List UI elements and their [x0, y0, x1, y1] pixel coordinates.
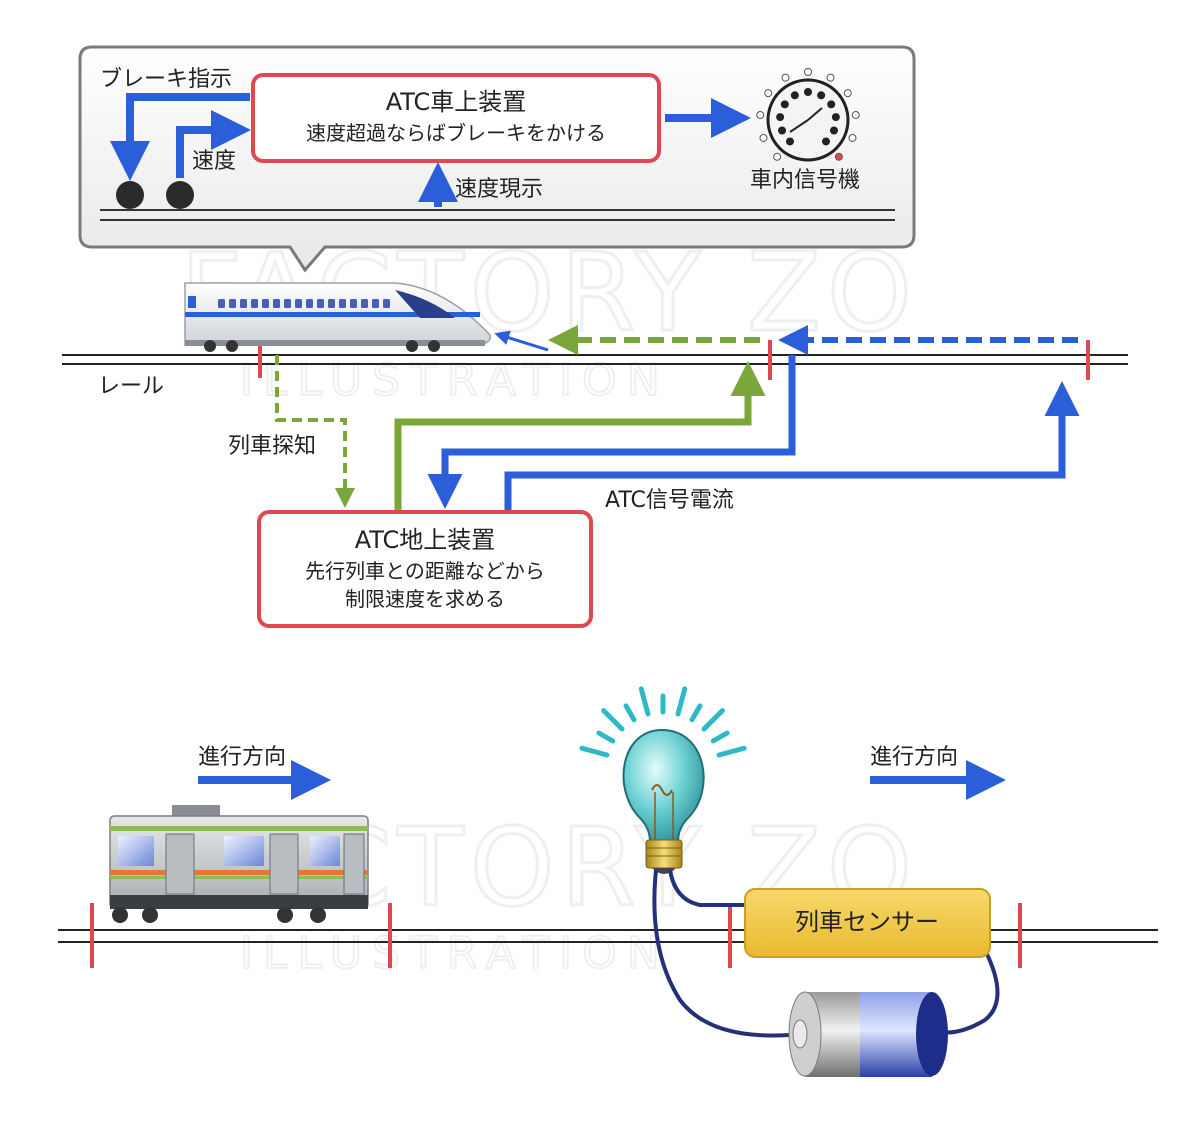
onboard-atc-title: ATC車上装置	[386, 88, 527, 116]
ground-atc-line2: 制限速度を求める	[345, 587, 505, 611]
brake-label: ブレーキ指示	[100, 67, 232, 92]
direction-label-right: 進行方向	[870, 745, 958, 770]
onboard-atc-sub: 速度超過ならばブレーキをかける	[306, 121, 606, 145]
train-sensor-label: 列車センサー	[795, 908, 939, 936]
ground-atc-title: ATC地上装置	[355, 526, 496, 554]
battery-icon	[788, 991, 948, 1077]
train-detect-arrow	[275, 355, 355, 508]
speed-arrow	[176, 110, 251, 178]
cab-signal-label: 車内信号機	[750, 168, 860, 193]
shinkansen-train-icon	[184, 282, 492, 352]
train-detect-label: 列車探知	[228, 434, 316, 459]
watermark-sub-text-2: ILLUSTRATION	[240, 928, 670, 979]
watermark-sub-text: ILLUSTRATION	[240, 355, 670, 406]
cab-signal-icon	[756, 68, 860, 162]
ground-atc-line1: 先行列車との距離などから	[305, 559, 545, 583]
wheel-left	[116, 181, 144, 209]
speed-display-label: 速度現示	[455, 177, 543, 202]
wire-sensor-to-battery	[939, 949, 1000, 1035]
ground-atc-box	[257, 510, 593, 628]
train-sensor-box	[744, 888, 991, 958]
main-track	[62, 340, 1128, 380]
green-signal-arrow	[394, 361, 766, 510]
rail-label: レール	[98, 374, 164, 399]
wire-bulb-to-sensor	[668, 869, 752, 907]
onboard-atc-box	[251, 73, 661, 163]
direction-label-left: 進行方向	[198, 745, 286, 770]
commuter-train-icon	[109, 805, 369, 923]
light-bulb-icon	[579, 686, 747, 874]
brake-arrow	[110, 93, 250, 181]
signal-current-label: ATC信号電流	[605, 488, 734, 513]
wire-bulb-to-battery	[652, 869, 791, 1038]
blue-thin-arrow-to-train	[494, 330, 549, 352]
blue-return-arrow	[427, 355, 796, 509]
wheel-right	[166, 181, 194, 209]
speed-label: 速度	[192, 149, 236, 174]
callout-bubble: ブレーキ指示 速度 ATC車上装置 速度超過ならばブレーキをかける 速度現示 車…	[78, 45, 916, 273]
blue-signal-current-arrow	[504, 381, 1080, 510]
